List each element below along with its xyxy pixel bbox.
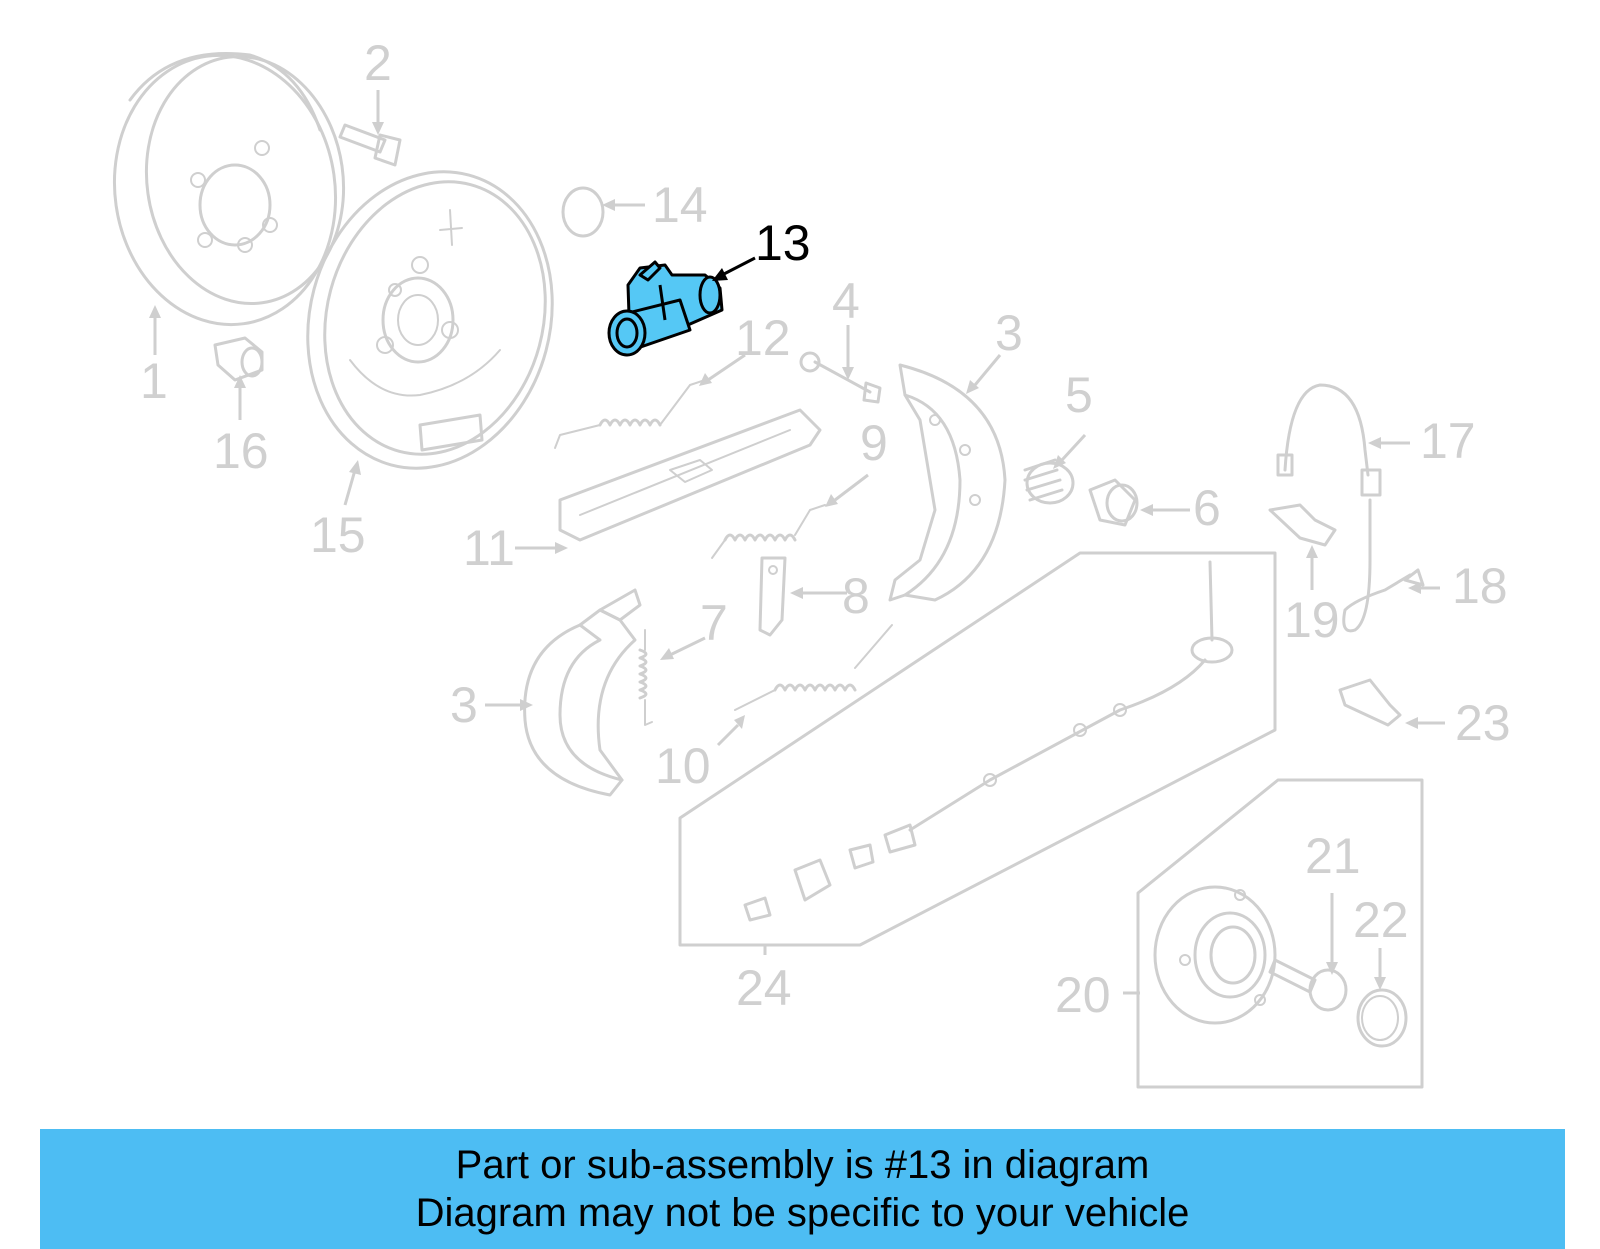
callout-6: 6 xyxy=(1193,480,1221,536)
callout-4: 4 xyxy=(832,273,860,329)
callout-5: 5 xyxy=(1065,367,1093,423)
callout-17: 17 xyxy=(1420,413,1476,469)
part-3-brake-shoe-left xyxy=(523,588,642,797)
callout-15: 15 xyxy=(310,507,366,563)
part-1-brake-drum xyxy=(112,51,346,327)
part-19-clip xyxy=(1268,503,1337,547)
callout-9: 9 xyxy=(860,415,888,471)
callout-18: 18 xyxy=(1452,558,1508,614)
callout-20: 20 xyxy=(1055,967,1111,1023)
callout-19: 19 xyxy=(1284,592,1340,648)
callout-22: 22 xyxy=(1353,892,1409,948)
part-21-hub-bolt xyxy=(1268,958,1348,1012)
part-8-lever xyxy=(758,556,787,637)
callout-7: 7 xyxy=(700,595,728,651)
callout-10: 10 xyxy=(655,738,711,794)
part-7-spring xyxy=(638,629,653,726)
callout-24: 24 xyxy=(736,960,792,1016)
part-13-wheel-cylinder xyxy=(607,260,724,357)
parts-diagram: 1 2 3 3 4 5 6 7 8 9 10 11 12 13 14 15 16… xyxy=(112,35,1511,1089)
part-11-strut-plate xyxy=(558,408,822,542)
callout-23: 23 xyxy=(1455,695,1511,751)
callout-14: 14 xyxy=(652,177,708,233)
part-4-pin xyxy=(799,351,882,404)
part-24-parking-cable-assembly xyxy=(678,551,1277,947)
callout-8: 8 xyxy=(842,568,870,624)
part-6-bushing xyxy=(1088,478,1139,527)
callout-2: 2 xyxy=(364,35,392,91)
callout-16: 16 xyxy=(213,423,269,479)
callout-labels: 1 2 3 3 4 5 6 7 8 9 10 11 12 13 14 15 16… xyxy=(140,35,1511,1023)
part-18-brake-line xyxy=(1342,498,1425,633)
banner-part-line: Part or sub-assembly is #13 in diagram xyxy=(455,1143,1150,1187)
callout-3-left: 3 xyxy=(450,677,478,733)
part-20-hub-assembly xyxy=(1136,778,1424,1089)
part-5-boot xyxy=(1023,458,1075,505)
callout-21: 21 xyxy=(1305,828,1361,884)
part-9-spring xyxy=(711,504,826,559)
part-22-cap xyxy=(1356,988,1408,1048)
callout-11: 11 xyxy=(463,520,515,576)
info-banner: Part or sub-assembly is #13 in diagram D… xyxy=(40,1129,1565,1249)
part-10-spring xyxy=(734,624,893,711)
callout-12: 12 xyxy=(735,310,791,366)
part-3-brake-shoe-right xyxy=(888,363,1007,602)
callout-3-right: 3 xyxy=(995,305,1023,361)
part-2-bolt xyxy=(338,123,402,167)
leader-13 xyxy=(712,256,756,281)
part-14-plug xyxy=(561,186,605,238)
callout-13: 13 xyxy=(755,215,811,271)
part-12-spring xyxy=(554,379,706,449)
part-17-brake-hose xyxy=(1276,383,1382,497)
part-16-bushing xyxy=(213,336,264,382)
part-15-backing-plate xyxy=(306,170,554,470)
callout-1: 1 xyxy=(140,353,168,409)
banner-disclaimer-line: Diagram may not be specific to your vehi… xyxy=(415,1191,1190,1235)
part-23-bracket xyxy=(1338,678,1402,727)
leader-lines xyxy=(149,90,1445,995)
